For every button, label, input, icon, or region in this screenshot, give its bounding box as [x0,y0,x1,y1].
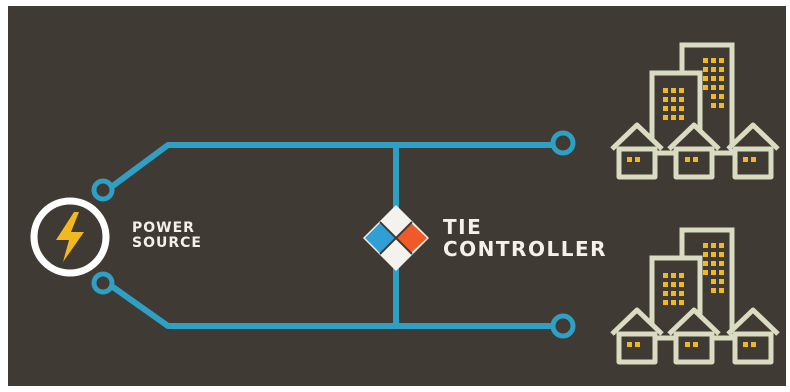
tie-controller-label-line2: CONTROLLER [443,236,608,261]
power-source-node [30,197,110,277]
power-source-label: POWER SOURCE [132,220,202,252]
power-source-label-line1: POWER [132,220,195,236]
diamond-switch-icon [363,205,429,271]
source-bottom-terminal [91,271,115,295]
source-top-terminal [91,178,115,202]
bottom-feeder-line [107,282,556,329]
tie-controller-label: TIE CONTROLLER [443,215,608,261]
bottom-feeder-terminal [550,313,576,339]
top-feeder-line [107,142,556,191]
top-feeder-terminal [550,130,576,156]
lightning-bolt-icon [56,212,84,262]
power-source-label-line2: SOURCE [132,235,202,252]
tie-controller-label-line1: TIE [443,215,483,239]
